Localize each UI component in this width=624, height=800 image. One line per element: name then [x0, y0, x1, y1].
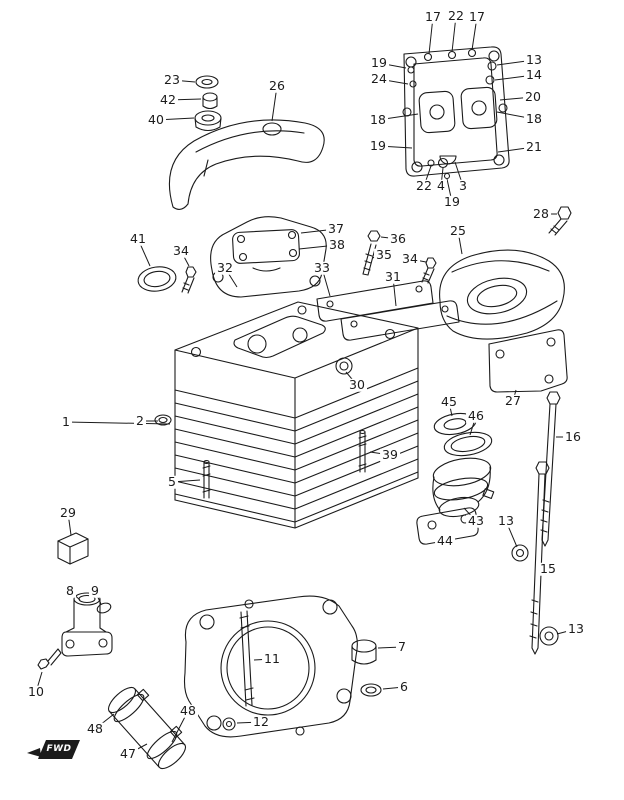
- part-number-label-17: 17: [467, 8, 487, 24]
- part-number-label-33: 33: [312, 259, 332, 275]
- cylinder-head-drawing: [154, 301, 419, 529]
- part-number-label-29: 29: [58, 504, 78, 520]
- part-number-label-30: 30: [347, 376, 367, 392]
- part-number-label-41: 41: [128, 230, 148, 246]
- part-number-label-22: 22: [446, 7, 466, 23]
- part-number-label-45: 45: [439, 393, 459, 409]
- part-number-label-15: 15: [538, 560, 558, 576]
- part-number-label-2: 2: [134, 412, 146, 428]
- part-number-label-18: 18: [524, 110, 544, 126]
- part-number-label-31: 31: [383, 268, 403, 284]
- fwd-label: FWD: [46, 744, 72, 754]
- part-number-label-40: 40: [146, 111, 166, 127]
- part-number-label-26: 26: [267, 77, 287, 93]
- part-number-label-4: 4: [435, 177, 447, 193]
- intake-parts-drawing: [416, 412, 495, 545]
- part-number-label-42: 42: [158, 91, 178, 107]
- part-number-label-19: 19: [442, 193, 462, 209]
- part-number-label-46: 46: [466, 407, 486, 423]
- part-number-label-19: 19: [368, 137, 388, 153]
- part-number-label-5: 5: [166, 473, 178, 489]
- leader-line: [65, 421, 171, 425]
- part-number-label-13: 13: [496, 512, 516, 528]
- part-number-label-47: 47: [118, 745, 138, 761]
- part-number-label-16: 16: [563, 428, 583, 444]
- cap-nut-washer-drawing: [194, 75, 222, 132]
- part-number-label-13: 13: [524, 51, 544, 67]
- part-number-label-36: 36: [388, 230, 408, 246]
- gasket-ring-41-drawing: [137, 266, 177, 292]
- fwd-marker-drawing: [27, 740, 80, 759]
- bolt-28-drawing: [548, 206, 572, 236]
- part-number-label-44: 44: [435, 532, 455, 548]
- part-number-label-37: 37: [326, 220, 346, 236]
- part-number-label-22: 22: [414, 177, 434, 193]
- part-number-label-12: 12: [251, 713, 271, 729]
- bolt-34-left-drawing: [181, 266, 197, 294]
- part-number-label-10: 10: [26, 683, 46, 699]
- long-bolts-drawing: [511, 391, 561, 655]
- bolt-34-right-drawing: [421, 257, 437, 284]
- part-number-label-35: 35: [374, 246, 394, 262]
- part-number-label-39: 39: [380, 446, 400, 462]
- part-number-label-17: 17: [423, 8, 443, 24]
- side-cover-drawing: [168, 119, 325, 210]
- part-number-label-38: 38: [327, 236, 347, 252]
- part-number-label-48: 48: [178, 702, 198, 718]
- part-number-label-8: 8: [64, 582, 76, 598]
- plug-cap-drawing: [351, 639, 382, 697]
- part-number-label-32: 32: [215, 259, 235, 275]
- part-number-label-7: 7: [396, 638, 408, 654]
- part-number-label-3: 3: [457, 177, 469, 193]
- part-number-label-9: 9: [89, 582, 101, 598]
- part-number-label-14: 14: [524, 66, 544, 82]
- part-number-label-21: 21: [524, 138, 544, 154]
- part-number-label-34: 34: [171, 242, 191, 258]
- part-number-label-48: 48: [85, 720, 105, 736]
- rocker-cover-drawing: [210, 216, 327, 298]
- part-number-label-28: 28: [531, 205, 551, 221]
- part-number-label-24: 24: [369, 70, 389, 86]
- part-number-label-34: 34: [400, 250, 420, 266]
- part-number-label-13: 13: [566, 620, 586, 636]
- damper-drawing: [57, 532, 89, 565]
- head-gasket-drawing: [183, 595, 358, 738]
- water-elbow-drawing: [37, 592, 113, 670]
- part-number-label-20: 20: [523, 88, 543, 104]
- part-number-label-6: 6: [398, 678, 410, 694]
- part-number-label-43: 43: [466, 512, 486, 528]
- part-number-label-27: 27: [503, 392, 523, 408]
- part-number-label-1: 1: [60, 413, 72, 429]
- heat-shield-drawing: [439, 249, 565, 340]
- side-plate-drawing: [488, 329, 568, 393]
- part-number-label-18: 18: [368, 111, 388, 127]
- part-number-label-11: 11: [262, 650, 282, 666]
- cover-gaskets-drawing: [316, 280, 460, 341]
- head-cover-plate-drawing: [402, 46, 510, 180]
- hose-drawing: [107, 686, 187, 770]
- part-number-label-25: 25: [448, 222, 468, 238]
- part-number-label-23: 23: [162, 71, 182, 87]
- part-number-label-19: 19: [369, 54, 389, 70]
